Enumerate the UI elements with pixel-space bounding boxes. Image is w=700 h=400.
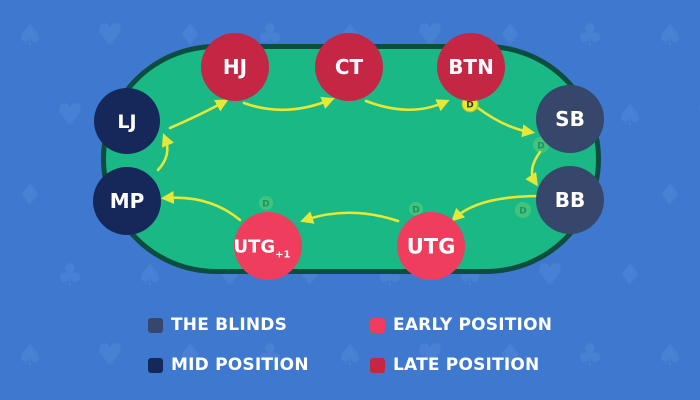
suit-pattern-icon: ♥ (417, 338, 444, 373)
dealer-chip-icon (259, 196, 273, 210)
suit-pattern-icon: ♦ (177, 338, 204, 373)
seat-circle (315, 33, 383, 101)
legend-item-the-blinds: THE BLINDS (148, 312, 370, 338)
seat-circle (437, 33, 505, 101)
legend-label: MID POSITION (171, 355, 309, 375)
seat-label: HJ (223, 55, 247, 79)
swatch-late-position (370, 357, 385, 373)
arrow-mp-to-lj (156, 133, 174, 172)
dealer-chip-icon (409, 202, 423, 216)
seat-label: BTN (448, 55, 494, 79)
suit-pattern-icon: ♥ (57, 98, 84, 133)
suit-pattern-icon: ♠ (137, 258, 164, 293)
dealer-chip-icon (515, 202, 531, 218)
swatch-mid-position (148, 357, 163, 373)
arrow-utg1-to-mp (160, 190, 242, 222)
seat-circle (94, 88, 160, 154)
suit-pattern-icon: ♣ (577, 18, 604, 53)
seat-circle (536, 166, 604, 234)
seat-sb: SB (536, 85, 604, 153)
suit-pattern-icon: ♦ (617, 258, 644, 293)
seat-utg1: UTG+1 (233, 212, 302, 280)
seat-mp: MP (93, 167, 161, 235)
arrow-sb-to-bb (525, 150, 542, 187)
seat-hj: HJ (201, 33, 269, 101)
suit-pattern-icon: ♥ (697, 98, 700, 133)
seat-label: LJ (117, 111, 136, 133)
seat-label: BB (555, 188, 586, 212)
seat-circle (234, 212, 302, 280)
suit-pattern-icon: ♦ (17, 178, 44, 213)
suit-pattern-icon: ♥ (97, 338, 124, 373)
arrow-hj-to-ct (242, 96, 335, 112)
suit-pattern-icon: ♦ (657, 178, 684, 213)
dealer-button-faded: D (515, 202, 531, 218)
dealer-chip-label: D (412, 206, 419, 216)
legend-label: EARLY POSITION (393, 315, 553, 335)
arrow-bb-to-utg (451, 194, 542, 222)
legend-label: LATE POSITION (393, 355, 540, 375)
seat-circle (536, 85, 604, 153)
suit-pattern-icon: ♠ (657, 18, 684, 53)
dealer-chip-label: D (519, 207, 526, 217)
dealer-chip-label: D (262, 200, 269, 210)
seat-utg: UTG (397, 212, 465, 280)
suit-pattern-icon: ♠ (337, 338, 364, 373)
arrow-btn-to-sb (476, 106, 536, 138)
suit-pattern-icon: ♠ (617, 98, 644, 133)
seat-btn: BTN (437, 33, 505, 101)
suit-pattern-icon: ♥ (97, 18, 124, 53)
seat-label: MP (110, 189, 145, 213)
dealer-button-faded: D (409, 202, 423, 216)
suit-pattern-icon: ♣ (57, 258, 84, 293)
suit-pattern-icon: ♠ (17, 18, 44, 53)
seat-circle (93, 167, 161, 235)
seat-label-suffix: +1 (275, 249, 290, 260)
seat-ct: CT (315, 33, 383, 101)
suit-pattern-icon: ♠ (17, 338, 44, 373)
seats: LJ HJ CT BTN SB BB UTG UTG+1 MP (93, 33, 604, 280)
suit-pattern-icon: ♣ (697, 258, 700, 293)
legend-label: THE BLINDS (171, 315, 288, 335)
seat-bb: BB (536, 166, 604, 234)
suit-pattern-icon: ♦ (497, 338, 524, 373)
suit-pattern-icon: ♥ (537, 258, 564, 293)
suit-pattern-icon: ♠ (657, 338, 684, 373)
seat-circle (201, 33, 269, 101)
swatch-the-blinds (148, 317, 163, 333)
dealer-chip-label: D (537, 142, 544, 152)
legend-item-early-position: EARLY POSITION (370, 312, 570, 338)
arrow-ct-to-btn (364, 99, 450, 112)
seat-label: SB (555, 107, 585, 131)
arrow-lj-to-hj (168, 99, 229, 130)
suit-pattern-icon: ♣ (257, 338, 284, 373)
arrow-utg-to-utg1 (300, 211, 400, 224)
seat-label: CT (335, 55, 364, 79)
action-arrows (156, 96, 542, 224)
seat-circle (397, 212, 465, 280)
suit-pattern-icon: ♣ (577, 338, 604, 373)
legend-item-mid-position: MID POSITION (148, 352, 370, 378)
seat-label: UTG (407, 235, 456, 259)
dealer-chip-label: D (466, 101, 473, 111)
swatch-early-position (370, 317, 385, 333)
legend-item-late-position: LATE POSITION (370, 352, 570, 378)
legend: THE BLINDS EARLY POSITION MID POSITION L… (148, 312, 588, 378)
dealer-button-faded: D (259, 196, 273, 210)
seat-lj: LJ (94, 88, 160, 154)
